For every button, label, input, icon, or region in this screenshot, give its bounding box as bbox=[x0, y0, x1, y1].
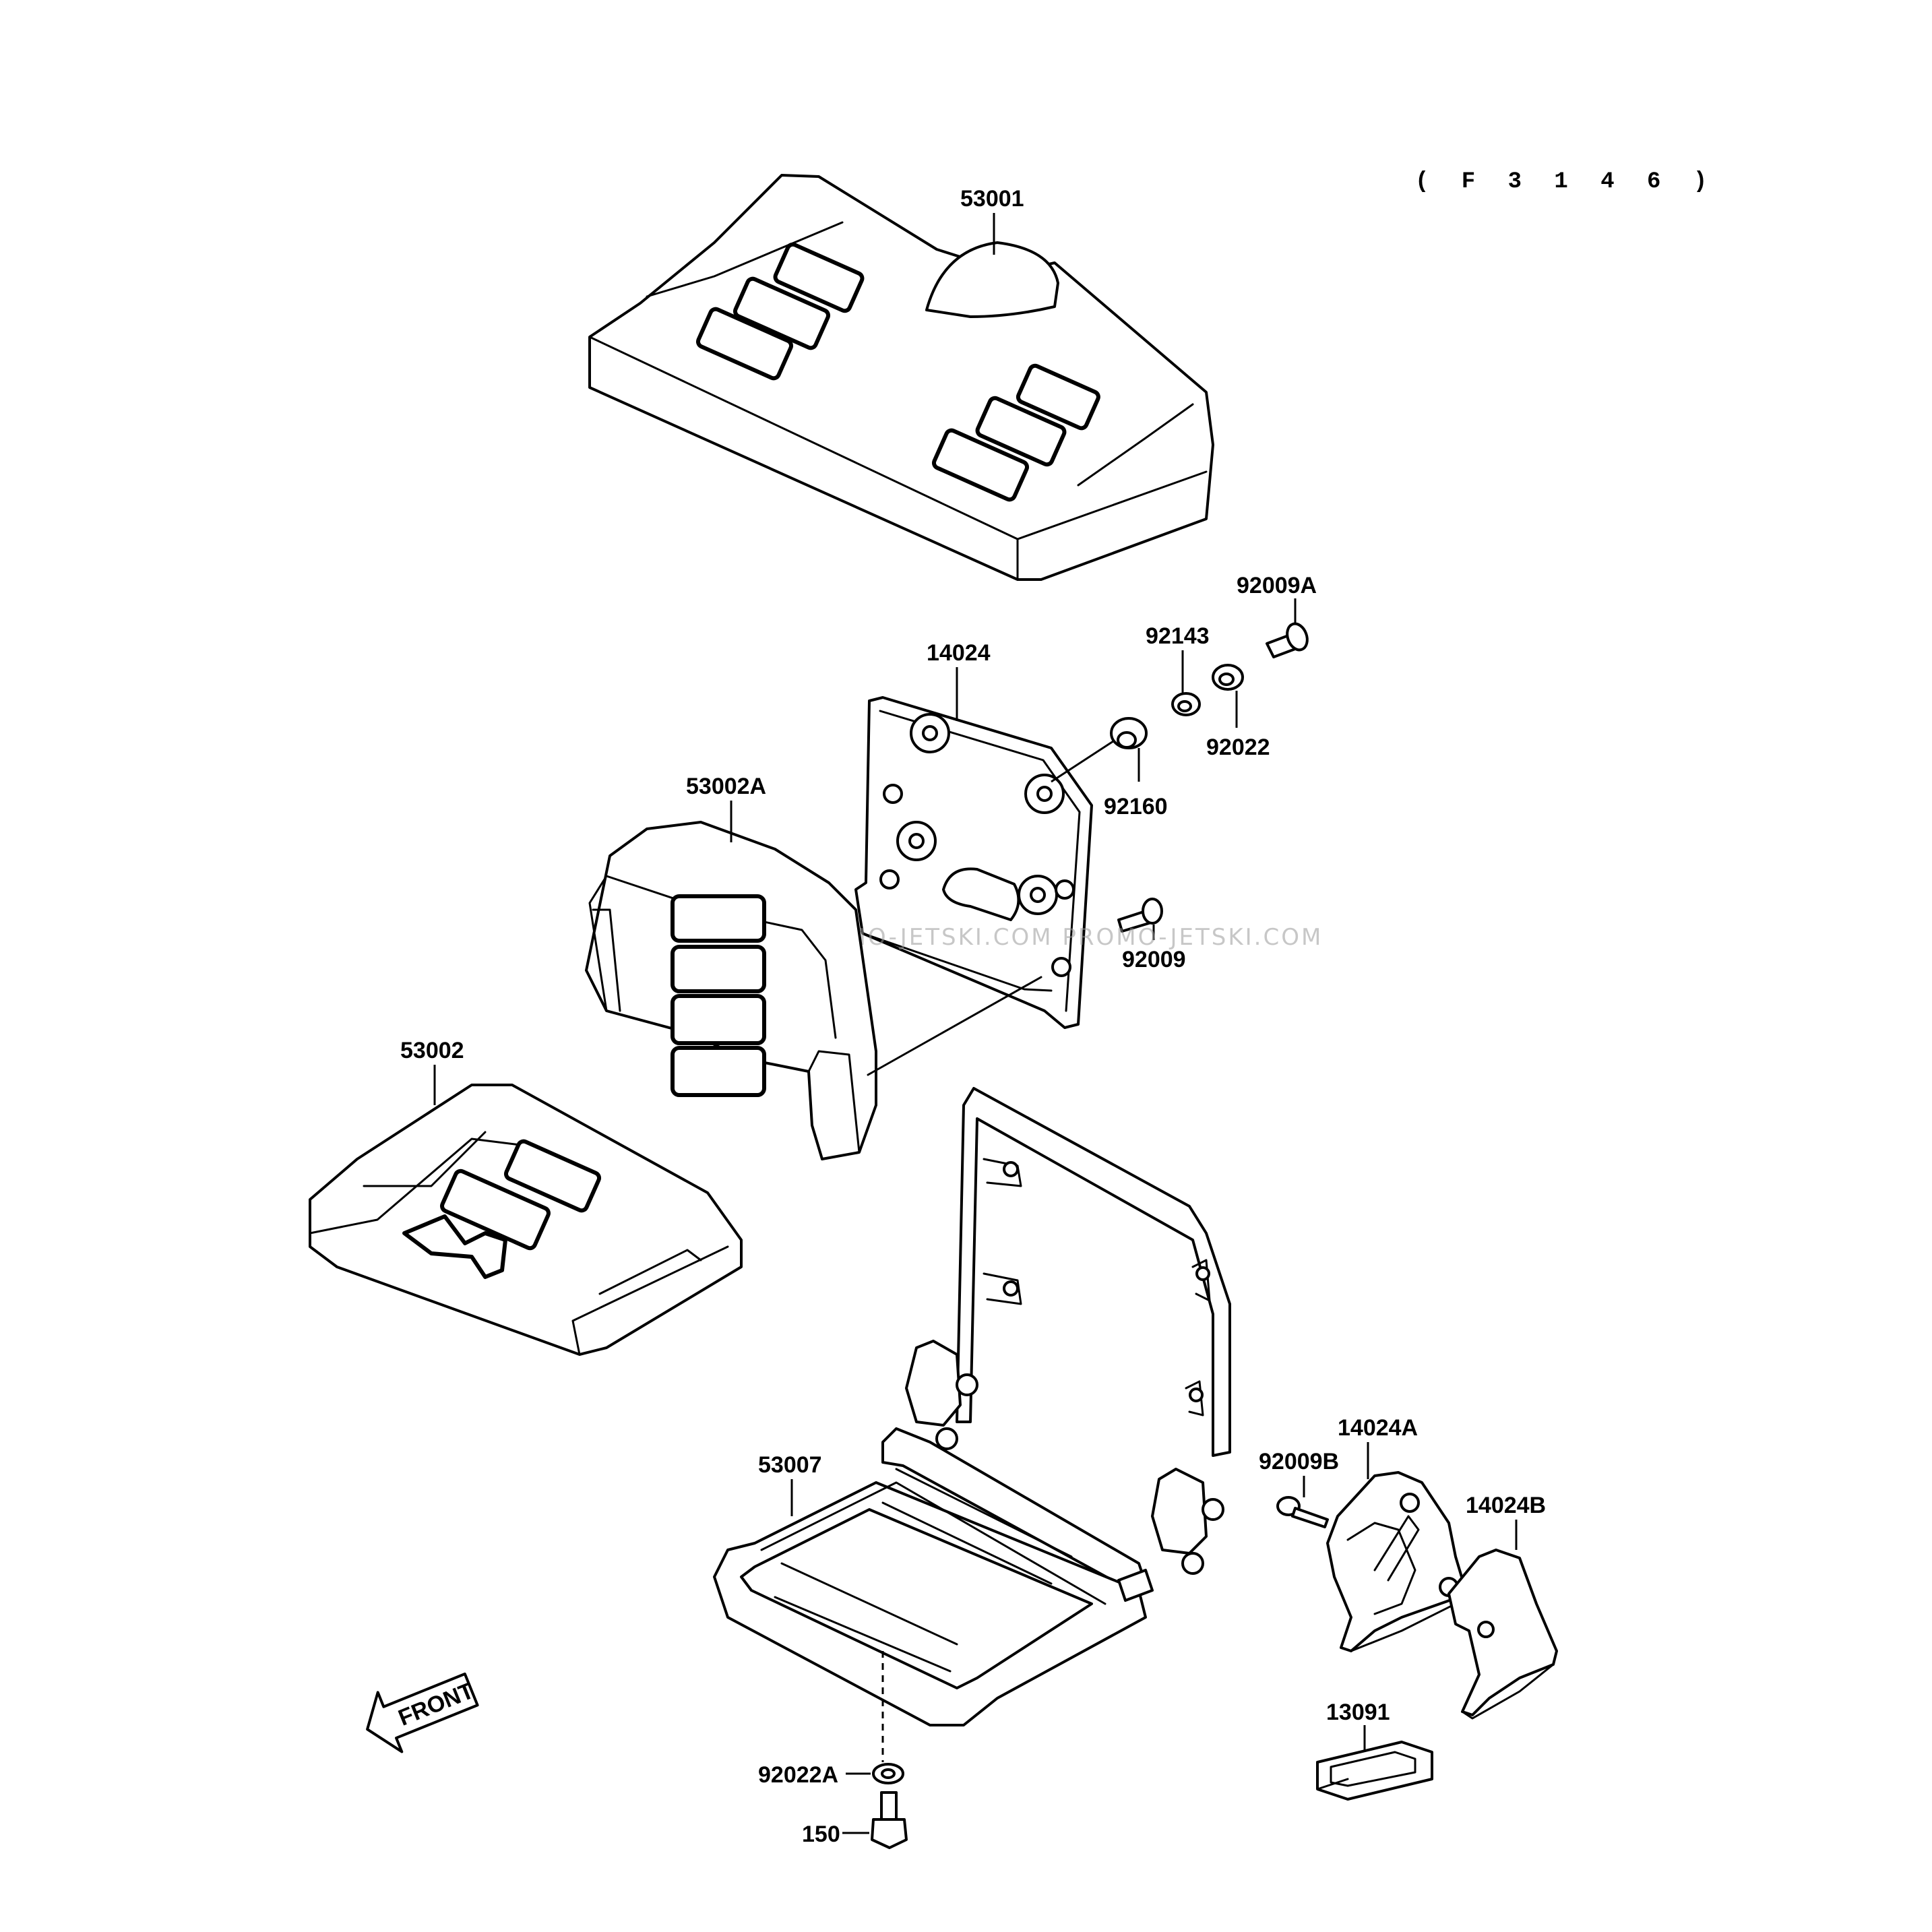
label-14024A[interactable]: 14024A bbox=[1338, 1415, 1418, 1441]
part-14024B-cover[interactable] bbox=[1447, 1549, 1558, 1720]
leader-92160-plate bbox=[1051, 740, 1114, 783]
label-92022A[interactable]: 92022A bbox=[758, 1762, 838, 1788]
label-53007[interactable]: 53007 bbox=[758, 1452, 822, 1478]
part-92143-collar[interactable] bbox=[1171, 692, 1201, 716]
label-53002A[interactable]: 53002A bbox=[686, 774, 766, 799]
figure-code: ( F 3 1 4 6 ) bbox=[1415, 169, 1716, 195]
part-92022-washer[interactable] bbox=[1212, 664, 1244, 691]
label-92022[interactable]: 92022 bbox=[1206, 735, 1270, 760]
label-13091[interactable]: 13091 bbox=[1326, 1700, 1390, 1725]
part-14024-back-plate[interactable] bbox=[854, 696, 1093, 1029]
part-13091-clip[interactable] bbox=[1316, 1741, 1433, 1801]
label-14024[interactable]: 14024 bbox=[927, 640, 991, 666]
part-92009-bolt[interactable] bbox=[1117, 898, 1163, 933]
part-53002A-backrest[interactable] bbox=[585, 821, 877, 1160]
part-53007-seat-frame[interactable] bbox=[713, 1087, 1231, 1726]
label-92009[interactable]: 92009 bbox=[1122, 947, 1186, 972]
part-14024A-bracket[interactable] bbox=[1326, 1471, 1467, 1652]
part-150-bolt[interactable] bbox=[871, 1791, 908, 1849]
part-92009A-bolt[interactable] bbox=[1266, 621, 1311, 658]
label-53002[interactable]: 53002 bbox=[400, 1038, 464, 1063]
part-92160-collar[interactable] bbox=[1110, 717, 1148, 749]
part-53001-seat-cushion[interactable] bbox=[588, 174, 1214, 581]
guide-line bbox=[867, 976, 1042, 1076]
part-92009B-screw[interactable] bbox=[1276, 1496, 1329, 1528]
label-92009A[interactable]: 92009A bbox=[1237, 573, 1317, 598]
label-92009B[interactable]: 92009B bbox=[1259, 1449, 1339, 1474]
part-92022A-washer[interactable] bbox=[872, 1763, 904, 1784]
label-92143[interactable]: 92143 bbox=[1146, 623, 1210, 649]
label-92160[interactable]: 92160 bbox=[1104, 794, 1168, 819]
label-14024B[interactable]: 14024B bbox=[1466, 1493, 1546, 1518]
front-arrow: FRONT bbox=[366, 1673, 479, 1753]
label-150[interactable]: 150 bbox=[802, 1821, 840, 1847]
part-53002-front-cushion[interactable] bbox=[309, 1084, 743, 1356]
label-53001[interactable]: 53001 bbox=[960, 186, 1024, 212]
